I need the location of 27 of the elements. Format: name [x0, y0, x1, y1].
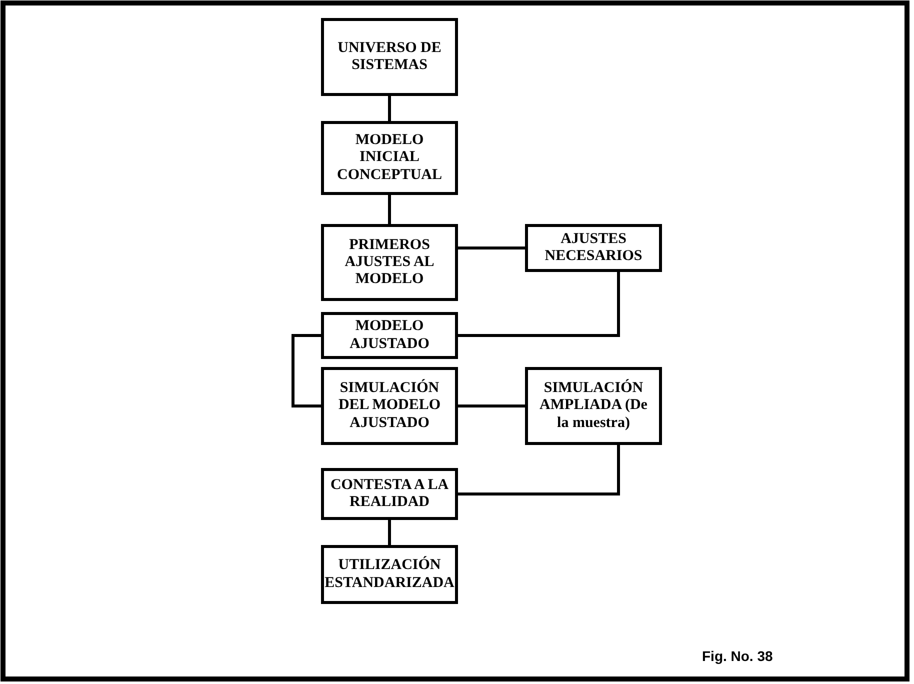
- process-box: [321, 18, 458, 96]
- process-box: [525, 224, 662, 272]
- box-text: UTILIZACIÓN ESTANDARIZADA: [324, 557, 456, 592]
- connector-line: [388, 520, 391, 545]
- box-text: UNIVERSO DE SISTEMAS: [336, 40, 442, 74]
- connector-line: [458, 246, 525, 250]
- box-text: SIMULACIÓN DEL MODELO AJUSTADO: [337, 380, 442, 432]
- box-text: PRIMEROS AJUSTES AL MODELO: [344, 236, 436, 288]
- connector-line: [458, 272, 620, 337]
- process-box: [321, 312, 458, 359]
- connector-line: [292, 334, 321, 408]
- process-box: [321, 121, 458, 195]
- process-box: [321, 367, 458, 445]
- box-text: SIMULACIÓN AMPLIADA (De la muestra): [538, 380, 648, 432]
- connector-line: [458, 404, 525, 408]
- process-box: [321, 224, 458, 301]
- process-box: [321, 545, 458, 604]
- process-box: [525, 367, 662, 445]
- box-text: MODELO INICIAL CONCEPTUAL: [336, 132, 443, 184]
- box-text: CONTESTA A LA REALIDAD: [329, 476, 450, 512]
- process-box: [321, 468, 458, 520]
- connector-line: [388, 195, 391, 224]
- connector-line: [388, 96, 391, 121]
- connector-line: [458, 445, 620, 496]
- box-text: MODELO AJUSTADO: [348, 318, 430, 353]
- figure-number: Fig. No. 38: [702, 648, 773, 664]
- box-text: AJUSTES NECESARIOS: [544, 230, 644, 266]
